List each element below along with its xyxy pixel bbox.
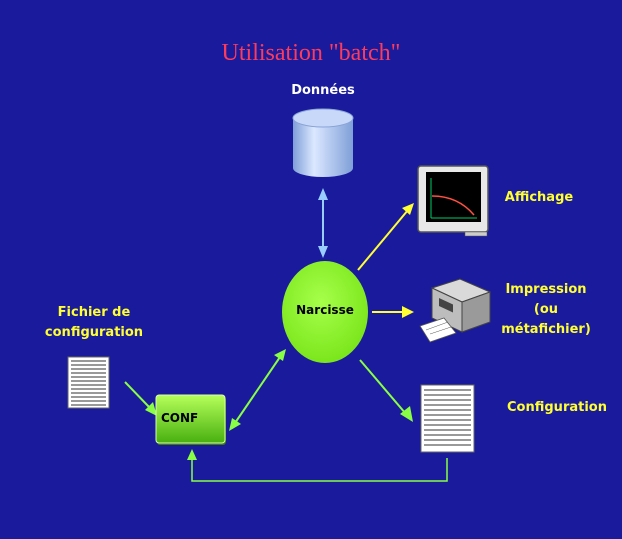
- configuration-label: Configuration: [507, 400, 607, 415]
- conf-label: CONF: [161, 411, 199, 425]
- narcisse-print-arrow: [372, 306, 414, 318]
- data-label: Données: [291, 83, 355, 98]
- print-label-line2: (ou métafichier): [501, 302, 591, 337]
- config-file-icon: [67, 356, 110, 409]
- feedback-loop-line: [187, 449, 448, 482]
- print-label: Impression (ou métafichier): [488, 280, 604, 340]
- printer-icon: [419, 278, 492, 343]
- data-narcisse-arrow: [318, 188, 328, 258]
- file-conf-arrow: [124, 381, 157, 416]
- configuration-document-icon: [420, 384, 475, 453]
- narcisse-configuration-arrow: [359, 359, 413, 422]
- narcisse-display-arrow: [357, 203, 414, 271]
- conf-node: [155, 394, 226, 445]
- print-label-line1: Impression: [505, 282, 587, 297]
- narcisse-label: Narcisse: [296, 303, 354, 317]
- conf-narcisse-arrow: [229, 349, 286, 431]
- narcisse-node: [282, 261, 368, 363]
- diagram-title: Utilisation "batch": [221, 40, 401, 66]
- database-icon: [292, 108, 354, 177]
- display-label: Affichage: [504, 190, 574, 205]
- config-file-label: Fichier de configuration: [44, 305, 144, 340]
- monitor-icon: [417, 165, 489, 237]
